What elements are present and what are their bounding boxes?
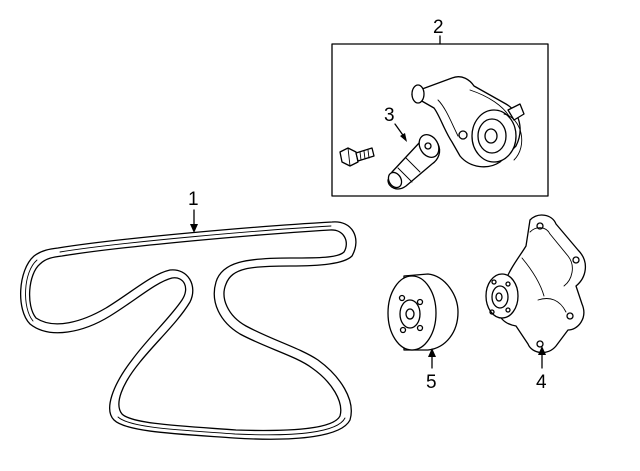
water-pump-pulley[interactable] [387,273,459,351]
callout-tensioner: 3 [384,105,395,126]
callout-belt: 1 [188,189,199,210]
belt-leader [190,209,198,233]
pulley-leader [428,348,436,369]
tensioner-leader [394,123,407,142]
serpentine-belt[interactable] [20,221,357,440]
callout-pulley: 5 [426,372,437,393]
callout-water-pump: 4 [536,372,547,393]
water-pump[interactable] [485,214,586,354]
callout-tensioner-assembly: 2 [433,17,444,38]
tensioner-shock[interactable] [386,131,443,190]
bolt[interactable] [339,147,375,167]
water-pump-leader [538,346,546,369]
idler-pulley[interactable] [471,103,525,163]
